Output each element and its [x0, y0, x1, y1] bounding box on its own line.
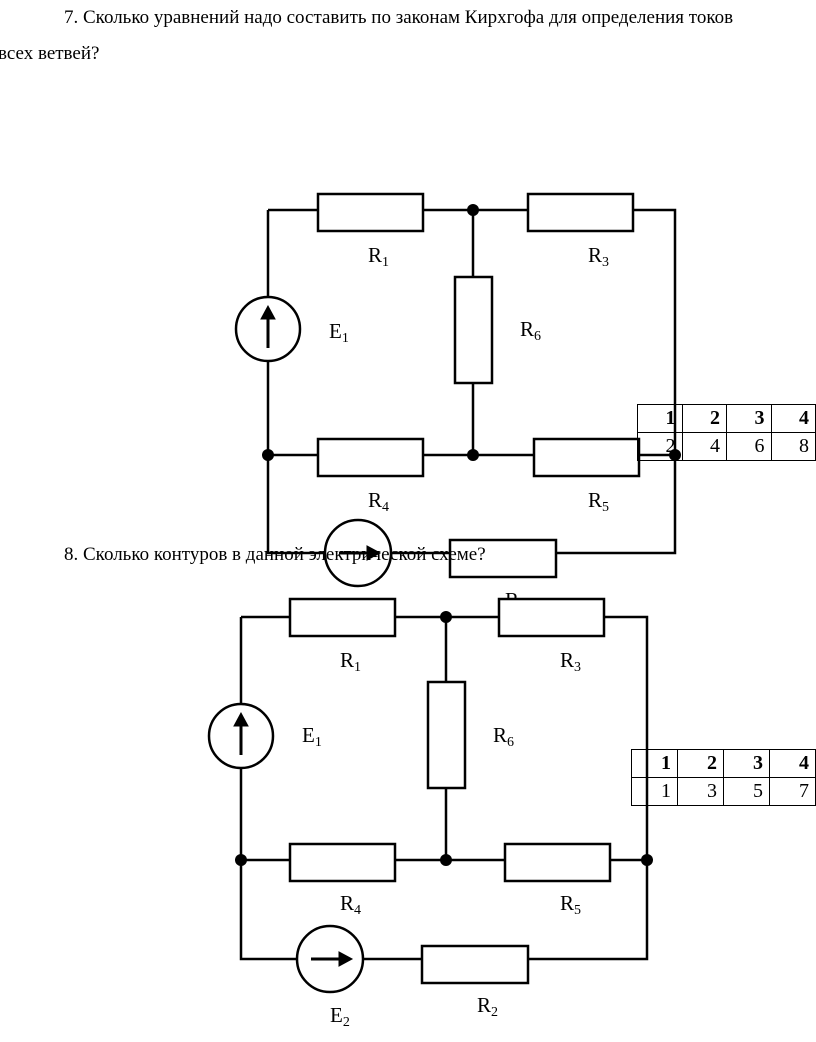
- question-7-text-line2: всех ветвей?: [0, 43, 100, 64]
- answer-options-table-q7: 1 2 3 4 2 4 6 8: [637, 404, 816, 461]
- arrow-right-icon: [311, 951, 354, 967]
- answer-option-header[interactable]: 4: [770, 404, 816, 433]
- label-r5: R5: [560, 891, 581, 918]
- answer-option-header[interactable]: 4: [769, 749, 816, 778]
- label-r3: R3: [560, 648, 581, 675]
- answer-option-header[interactable]: 1: [631, 749, 678, 778]
- junction-node: [467, 449, 479, 461]
- answer-option-value[interactable]: 1: [631, 777, 678, 806]
- resistor-r3: [526, 192, 635, 233]
- label-r4: R4: [368, 488, 389, 515]
- junction-node: [235, 854, 247, 866]
- resistor-r4: [288, 842, 397, 883]
- resistor-r3: [497, 597, 606, 638]
- resistor-r2: [448, 538, 558, 579]
- resistor-r4: [316, 437, 425, 478]
- resistor-r5: [503, 842, 612, 883]
- label-r3: R3: [588, 243, 609, 270]
- label-r6: R6: [520, 317, 541, 344]
- resistor-r1: [316, 192, 425, 233]
- arrow-up-icon: [260, 304, 276, 348]
- question-8-text: 8. Сколько контуров в данной электрическ…: [64, 544, 486, 565]
- answer-option-header[interactable]: 3: [726, 404, 772, 433]
- junction-node: [467, 204, 479, 216]
- label-r6: R6: [493, 723, 514, 750]
- answer-option-value[interactable]: 6: [726, 432, 772, 461]
- arrow-right-icon: [339, 545, 382, 561]
- junction-node: [440, 611, 452, 623]
- answer-options-table-q8: 1 2 3 4 1 3 5 7: [631, 749, 816, 806]
- label-r1: R1: [340, 648, 361, 675]
- resistor-r2: [420, 944, 530, 985]
- answer-option-value[interactable]: 4: [681, 432, 727, 461]
- label-r2: R2: [477, 993, 498, 1020]
- label-r1: R1: [368, 243, 389, 270]
- circuit-diagram-q8: R1 R3 E1 R6 R4 R5 E2 R2: [207, 597, 653, 1030]
- answer-option-value[interactable]: 3: [677, 777, 724, 806]
- label-e2: E2: [330, 1003, 350, 1030]
- arrow-up-icon: [233, 711, 249, 755]
- label-e1: E1: [329, 319, 349, 346]
- answer-option-value[interactable]: 8: [770, 432, 816, 461]
- junction-node: [262, 449, 274, 461]
- resistor-r6: [453, 275, 494, 385]
- circuit-diagram-q7: R1 R3 E1 R6 R4 R5 E2 R2: [234, 192, 681, 625]
- answer-option-value[interactable]: 7: [769, 777, 816, 806]
- answer-option-header[interactable]: 2: [677, 749, 724, 778]
- question-7-text-line1: 7. Сколько уравнений надо составить по з…: [64, 7, 734, 28]
- answer-option-value[interactable]: 2: [637, 432, 683, 461]
- answer-option-value[interactable]: 5: [723, 777, 770, 806]
- answer-option-header[interactable]: 1: [637, 404, 683, 433]
- junction-node: [641, 854, 653, 866]
- answer-option-header[interactable]: 2: [681, 404, 727, 433]
- resistor-r1: [288, 597, 397, 638]
- resistor-r6: [426, 680, 467, 790]
- label-r4: R4: [340, 891, 361, 918]
- resistor-r5: [532, 437, 641, 478]
- label-e1: E1: [302, 723, 322, 750]
- junction-node: [440, 854, 452, 866]
- label-r5: R5: [588, 488, 609, 515]
- answer-option-header[interactable]: 3: [723, 749, 770, 778]
